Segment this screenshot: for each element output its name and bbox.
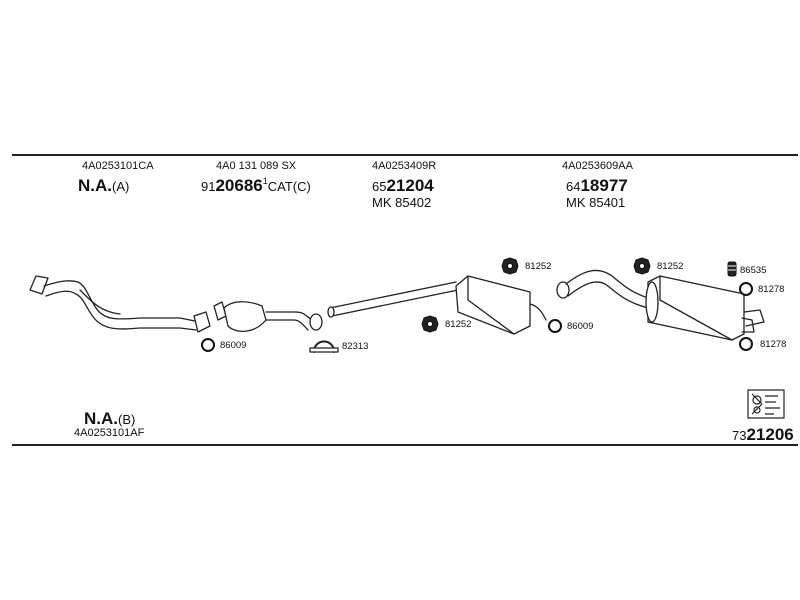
clamp-illustration: [309, 340, 339, 353]
label-clamp: 82313: [342, 341, 369, 352]
top-divider: [12, 154, 798, 156]
label-bolt-rear: 86535: [740, 265, 767, 276]
label-hanger-mid-low: 81252: [445, 319, 472, 330]
oe-number-middle-silencer: 4A0253409R: [372, 160, 437, 172]
part-main: 18977: [580, 176, 628, 195]
part-prefix: 91: [201, 179, 216, 194]
rear-silencer-illustration: [556, 269, 765, 341]
label-hanger-mid-top: 81252: [525, 261, 552, 272]
mounting-kit-rear: MK 85401: [566, 195, 626, 210]
oe-number-catalyst: 4A0 131 089 SX: [216, 160, 297, 172]
rubber-hanger-mid-top-icon: [501, 257, 519, 275]
label-hanger-rear: 81252: [657, 261, 684, 272]
sealing-ring-rear-top-icon: [739, 282, 753, 296]
part-prefix: 64: [566, 179, 581, 194]
alt-front-pipe-number: N.A.(B): [84, 410, 135, 428]
part-main: 20686: [215, 176, 263, 195]
part-main: N.A.: [84, 409, 118, 428]
kit-number: 7321206: [732, 426, 794, 444]
part-number-catalyst: 91206861CAT(C): [201, 177, 311, 195]
part-prefix: 65: [372, 179, 387, 194]
mounting-kit-box-icon: [747, 389, 785, 419]
footnote-mark: 1: [262, 176, 268, 186]
part-main: 21204: [386, 176, 434, 195]
part-suffix: CAT(C): [267, 179, 311, 194]
rubber-hanger-mid-low-icon: [421, 315, 439, 333]
middle-silencer-illustration: [327, 275, 547, 335]
part-number-rear-silencer: 6418977: [566, 177, 628, 195]
catalytic-converter-illustration: [213, 301, 323, 332]
kit-prefix: 73: [732, 428, 747, 443]
bolt-icon: [727, 261, 737, 277]
alt-front-pipe-oe: 4A0253101AF: [74, 427, 145, 439]
part-suffix: (A): [112, 179, 130, 194]
rubber-hanger-rear-icon: [633, 257, 651, 275]
bottom-divider: [12, 444, 798, 446]
label-ring-rear-low: 81278: [760, 339, 787, 350]
label-ring-front: 86009: [220, 340, 247, 351]
sealing-ring-mid-icon: [548, 319, 562, 333]
sealing-ring-rear-low-icon: [739, 337, 753, 351]
part-number-front-pipe: N.A.(A): [78, 177, 129, 195]
label-ring-rear-top: 81278: [758, 284, 785, 295]
sealing-ring-front-icon: [201, 338, 215, 352]
part-main: N.A.: [78, 176, 112, 195]
part-suffix: (B): [118, 412, 136, 427]
mounting-kit-middle: MK 85402: [372, 195, 432, 210]
kit-main: 21206: [746, 425, 794, 444]
oe-number-front-pipe: 4A0253101CA: [82, 160, 154, 172]
front-pipe-illustration: [29, 275, 211, 333]
oe-number-rear-silencer: 4A0253609AA: [562, 160, 633, 172]
part-number-middle-silencer: 6521204: [372, 177, 434, 195]
label-ring-mid: 86009: [567, 321, 594, 332]
